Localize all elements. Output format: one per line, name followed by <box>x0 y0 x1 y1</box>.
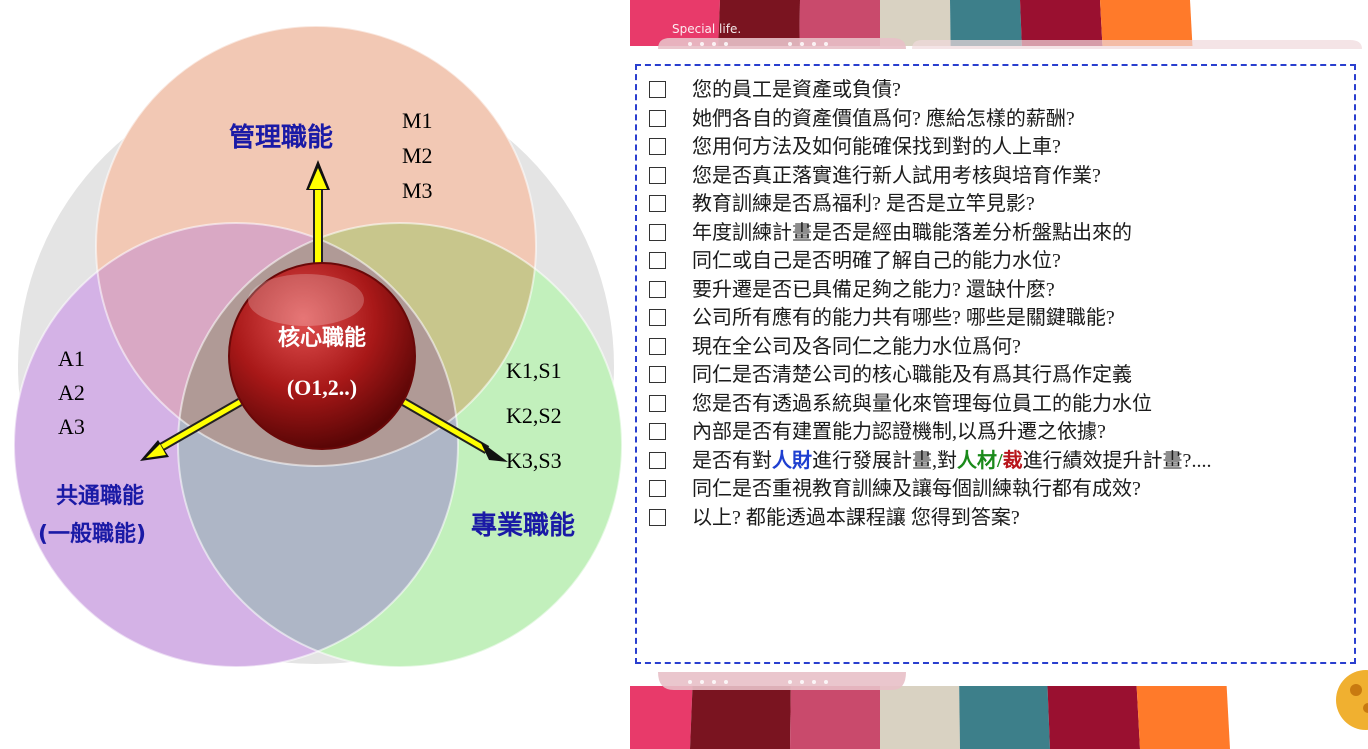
checkbox[interactable] <box>649 81 666 98</box>
q14-highlight-talent-material: 人材/ <box>957 449 1003 472</box>
question-text: 您是否有透過系統與量化來管理每位員工的能力水位 <box>692 392 1152 415</box>
competency-venn-diagram: 核心職能 (O1,2..) 管理職能 M1 M2 M3 A1 A2 A3 共通職… <box>13 25 623 668</box>
core-sphere <box>228 262 416 450</box>
professional-code-1: K1,S1 <box>506 358 562 383</box>
core-label: 核心職能 <box>278 325 366 351</box>
question-text: 教育訓練是否爲福利? 是否是立竿見影? <box>692 193 1035 215</box>
management-label: 管理職能 <box>229 122 333 153</box>
question-text: 您的員工是資產或負債? <box>692 79 901 101</box>
question-text: 同仁是否清楚公司的核心職能及有爲其行爲作定義 <box>692 364 1132 386</box>
general-label: 共通職能 <box>56 483 144 509</box>
checkbox[interactable] <box>649 423 666 440</box>
checkbox[interactable] <box>649 138 666 155</box>
question-item: 要升遷是否已具備足夠之能力? 還缺什麽? <box>649 276 1354 305</box>
question-item: 年度訓練計畫是否是經由職能落差分析盤點出來的 <box>649 219 1354 248</box>
q14-part2: 進行發展計畫,對 <box>812 449 957 472</box>
checkbox[interactable] <box>649 223 666 241</box>
question-text: 現在全公司及各同仁之能力水位爲何? <box>692 335 1021 358</box>
checkbox[interactable] <box>649 195 666 212</box>
question-text: 她們各自的資產價值爲何? 應給怎樣的薪酬? <box>692 107 1075 130</box>
checkbox[interactable] <box>649 451 666 469</box>
question-item: 您的員工是資產或負債? <box>649 76 1354 105</box>
management-code-1: M1 <box>402 108 433 133</box>
question-item: 您用何方法及如何能確保找到對的人上車? <box>649 133 1354 162</box>
question-item: 是否有對人財進行發展計畫,對人材/裁進行績效提升計畫?.... <box>649 447 1354 476</box>
checkbox[interactable] <box>649 166 666 184</box>
question-list: 您的員工是資產或負債? 她們各自的資產價值爲何? 應給怎樣的薪酬? 您用何方法及… <box>635 64 1356 664</box>
checkbox[interactable] <box>649 480 666 497</box>
management-code-2: M2 <box>402 143 433 168</box>
general-code-3: A3 <box>58 414 85 439</box>
question-text: 以上? 都能透過本課程讓 您得到答案? <box>692 506 1020 529</box>
question-item: 您是否有透過系統與量化來管理每位員工的能力水位 <box>649 390 1354 419</box>
question-text: 年度訓練計畫是否是經由職能落差分析盤點出來的 <box>692 221 1132 244</box>
checkbox[interactable] <box>649 109 666 127</box>
question-item: 公司所有應有的能力共有哪些? 哪些是關鍵職能? <box>649 304 1354 333</box>
arrow-right <box>401 398 508 462</box>
checkbox[interactable] <box>649 309 666 326</box>
general-sublabel: (一般職能) <box>38 521 146 547</box>
general-code-1: A1 <box>58 346 85 371</box>
checkbox[interactable] <box>649 394 666 412</box>
question-panel: Special life. 您的員工是資產或負債? 她們各自的資產價值爲何? 應… <box>630 0 1368 749</box>
question-text: 內部是否有建置能力認證機制,以爲升遷之依據? <box>692 421 1106 443</box>
question-text: 您用何方法及如何能確保找到對的人上車? <box>692 136 1061 158</box>
checkbox[interactable] <box>649 252 666 269</box>
question-item: 內部是否有建置能力認證機制,以爲升遷之依據? <box>649 418 1354 447</box>
arrow-left <box>140 398 243 461</box>
question-item: 教育訓練是否爲福利? 是否是立竿見影? <box>649 190 1354 219</box>
question-text: 您是否真正落實進行新人試用考核與培育作業? <box>692 164 1101 187</box>
question-item: 現在全公司及各同仁之能力水位爲何? <box>649 333 1354 362</box>
question-item: 同仁或自己是否明確了解自己的能力水位? <box>649 247 1354 276</box>
question-item: 同仁是否清楚公司的核心職能及有爲其行爲作定義 <box>649 361 1354 390</box>
question-text: 同仁是否重視教育訓練及讓每個訓練執行都有成效? <box>692 478 1141 500</box>
question-item: 您是否真正落實進行新人試用考核與培育作業? <box>649 162 1354 191</box>
checkbox[interactable] <box>649 508 666 526</box>
question-item: 她們各自的資產價值爲何? 應給怎樣的薪酬? <box>649 105 1354 134</box>
general-code-2: A2 <box>58 380 85 405</box>
tab-label: Special life. <box>672 22 742 36</box>
checkbox[interactable] <box>649 366 666 383</box>
core-sub-label: (O1,2..) <box>287 375 357 400</box>
question-text: 要升遷是否已具備足夠之能力? 還缺什麽? <box>692 278 1055 301</box>
q14-highlight-talent-asset: 人財 <box>772 449 812 472</box>
question-text: 是否有對人財進行發展計畫,對人材/裁進行績效提升計畫?.... <box>692 447 1354 476</box>
checkbox[interactable] <box>649 280 666 298</box>
professional-code-2: K2,S2 <box>506 403 562 428</box>
question-text: 公司所有應有的能力共有哪些? 哪些是關鍵職能? <box>692 307 1115 329</box>
management-code-3: M3 <box>402 178 433 203</box>
q14-part1: 是否有對 <box>692 449 772 472</box>
question-item: 同仁是否重視教育訓練及讓每個訓練執行都有成效? <box>649 475 1354 504</box>
q14-highlight-layoff: 裁 <box>1002 449 1023 472</box>
professional-code-3: K3,S3 <box>506 448 562 473</box>
question-item: 以上? 都能透過本課程讓 您得到答案? <box>649 504 1354 533</box>
checkbox[interactable] <box>649 337 666 355</box>
q14-part3: 進行績效提升計畫?.... <box>1022 449 1212 472</box>
professional-label: 專業職能 <box>471 510 575 541</box>
question-text: 同仁或自己是否明確了解自己的能力水位? <box>692 250 1061 272</box>
